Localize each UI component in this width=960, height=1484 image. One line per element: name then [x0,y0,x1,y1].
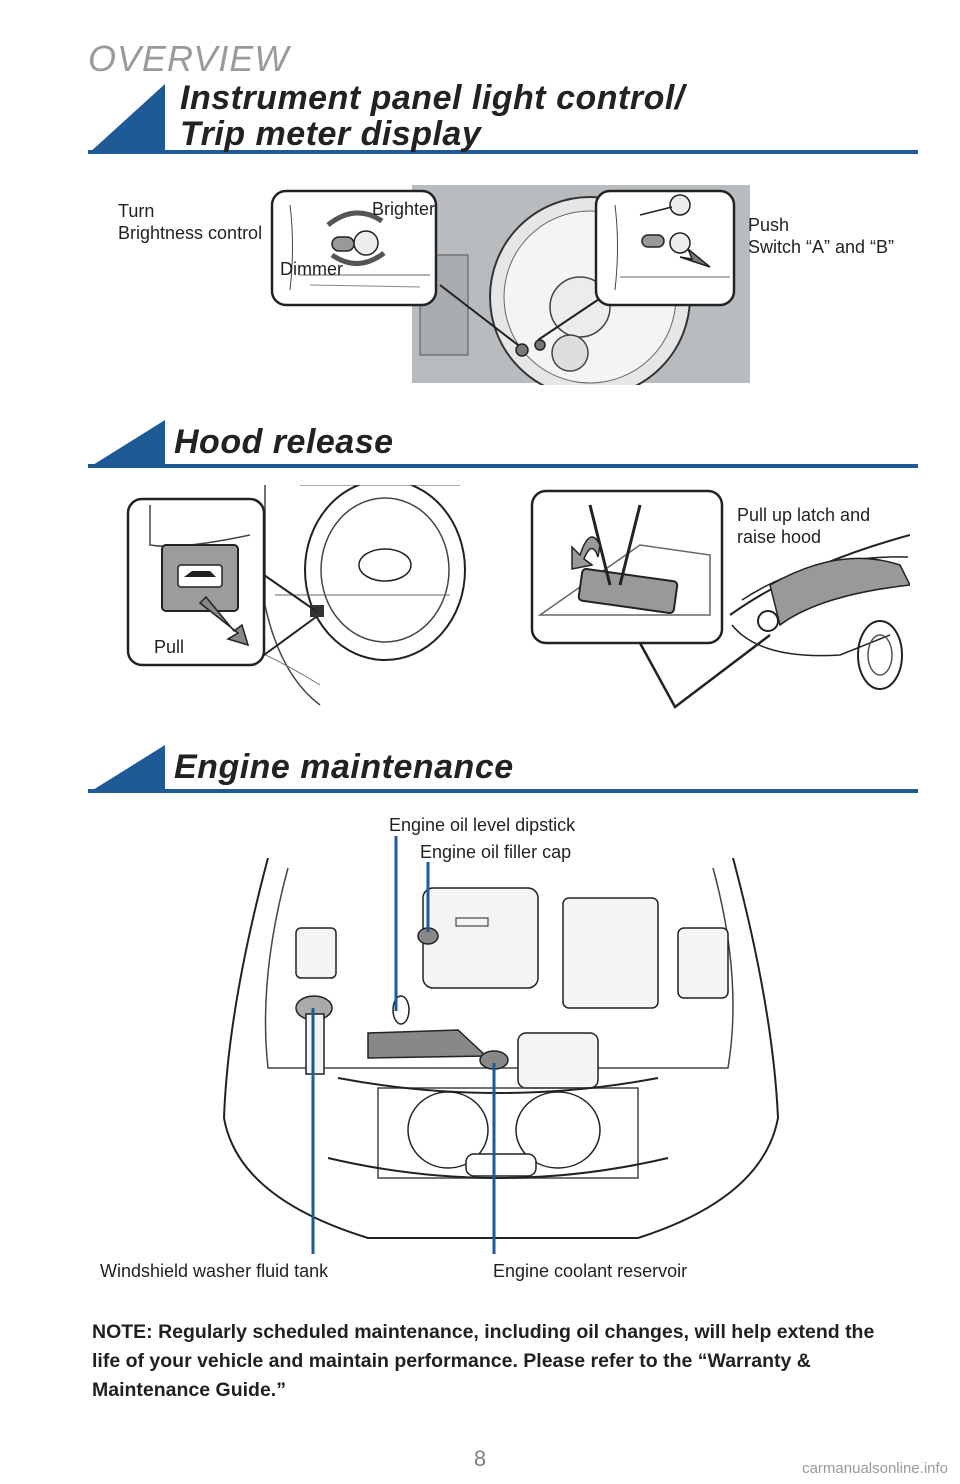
watermark[interactable]: carmanualsonline.info [802,1460,948,1477]
coolant-label: Engine coolant reservoir [493,1261,688,1281]
section-title-line: Instrument panel light control/ [180,79,685,117]
turn-label: Turn [118,201,155,221]
brightness-control-label: Brightness control [118,223,263,243]
section-title-hood: Hood release [174,423,394,461]
overview-header: OVERVIEW [88,38,290,79]
latch-label-2: raise hood [737,527,822,547]
latch-label-1: Pull up latch and [737,505,871,525]
engine-bay-illustration [222,858,780,1254]
instrument-panel-illustration [270,185,750,385]
section-title-line: Trip meter display [180,115,482,153]
hood-release-illustration [126,485,910,709]
section-banner-engine [88,745,918,793]
washer-tank-label: Windshield washer fluid tank [100,1261,329,1281]
section-title-instrument: Instrument panel light control/ Trip met… [180,80,685,152]
maintenance-note: NOTE: Regularly scheduled maintenance, i… [92,1321,875,1401]
section-banner-instrument [88,84,918,154]
pull-label: Pull [154,637,185,657]
filler-cap-label: Engine oil filler cap [420,842,572,862]
switch-ab-label: Switch “A” and “B” [748,237,895,257]
brighter-label: Brighter [372,199,436,219]
dimmer-label: Dimmer [280,259,343,279]
dipstick-leader [394,836,430,1011]
push-label: Push [748,215,790,235]
section-banner-hood [88,420,918,468]
page-number: 8 [473,1446,487,1471]
dipstick-label: Engine oil level dipstick [389,815,576,835]
section-title-engine: Engine maintenance [174,748,514,786]
